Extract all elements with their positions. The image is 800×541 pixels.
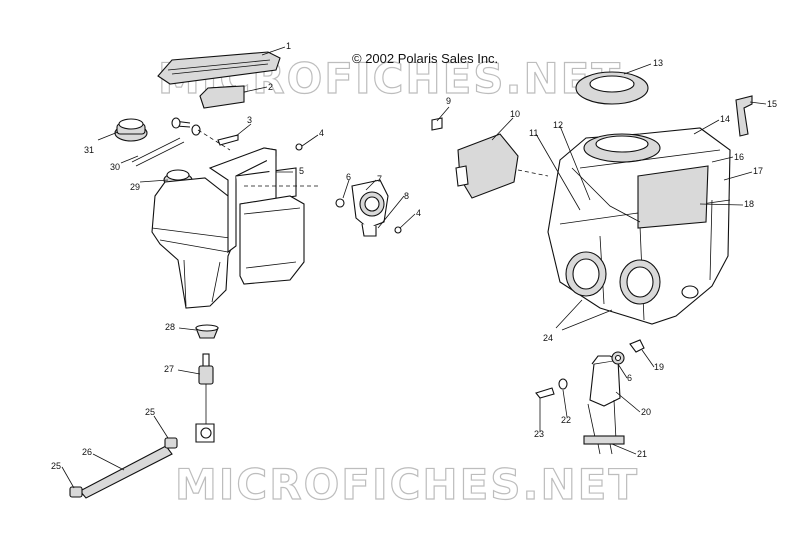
- copyright-notice: © 2002 Polaris Sales Inc.: [352, 51, 498, 66]
- airbox-assembly: [431, 71, 753, 455]
- callout-20: 20: [641, 407, 651, 417]
- part-6-washer: [335, 198, 345, 208]
- part-4-nut: [394, 226, 402, 234]
- drain-assembly: [69, 324, 219, 499]
- fuel-valve-assembly: [335, 179, 402, 237]
- callout-18: 18: [744, 199, 754, 209]
- callout-6a: 6: [346, 172, 351, 182]
- callout-10: 10: [510, 109, 520, 119]
- callout-26: 26: [82, 447, 92, 457]
- part-20-mount: [589, 359, 621, 407]
- part-19-bolt: [629, 339, 645, 353]
- callout-numbers: 1 2 3 4 4 5 6 6 7 8 9 10 11 12 13 14 15 …: [51, 41, 777, 471]
- part-22-washer: [558, 378, 568, 390]
- callout-13: 13: [653, 58, 663, 68]
- callout-19: 19: [654, 362, 664, 372]
- callout-28: 28: [165, 322, 175, 332]
- part-21-bracket: [583, 435, 625, 445]
- leader-lines: [61, 46, 767, 489]
- callout-29: 29: [130, 182, 140, 192]
- part-26-hose: [79, 445, 173, 499]
- callout-7: 7: [377, 174, 382, 184]
- callout-4a: 4: [319, 128, 324, 138]
- callout-2: 2: [268, 82, 273, 92]
- part-23-bolt: [535, 387, 555, 399]
- tank-rear-box: [239, 195, 305, 285]
- part-27-drain-valve: [198, 365, 214, 385]
- callout-16: 16: [734, 152, 744, 162]
- callout-1: 1: [286, 41, 291, 51]
- callout-8: 8: [404, 191, 409, 201]
- callout-5: 5: [299, 166, 304, 176]
- part-25-clamp-lower: [69, 486, 83, 498]
- callout-22: 22: [561, 415, 571, 425]
- part-1-cover: [157, 51, 281, 85]
- part-10-module: [457, 133, 519, 199]
- part-2-pad: [199, 85, 245, 109]
- callout-21: 21: [637, 449, 647, 459]
- part-15-latch: [735, 95, 753, 137]
- callout-23: 23: [534, 429, 544, 439]
- callout-27: 27: [164, 364, 174, 374]
- callout-31: 31: [84, 145, 94, 155]
- callout-4b: 4: [416, 208, 421, 218]
- callout-30: 30: [110, 162, 120, 172]
- callout-24: 24: [543, 333, 553, 343]
- callout-3: 3: [247, 115, 252, 125]
- callout-14: 14: [720, 114, 730, 124]
- callout-6b: 6: [627, 373, 632, 383]
- callout-9: 9: [446, 96, 451, 106]
- watermark-bottom: MICROFICHES.NET: [175, 460, 639, 509]
- tank-assembly: [114, 51, 320, 309]
- callout-12: 12: [553, 120, 563, 130]
- callout-25b: 25: [51, 461, 61, 471]
- part-25-clamp-upper: [164, 437, 178, 449]
- tank-body: [151, 177, 237, 309]
- callout-15: 15: [767, 99, 777, 109]
- callout-11: 11: [529, 128, 538, 138]
- callout-17: 17: [753, 166, 763, 176]
- callout-25a: 25: [145, 407, 155, 417]
